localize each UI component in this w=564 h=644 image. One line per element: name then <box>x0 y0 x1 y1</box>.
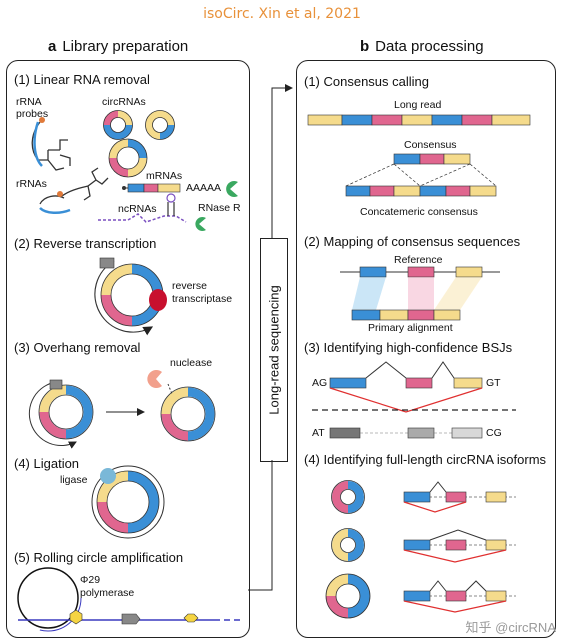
mapping-bands <box>352 277 482 310</box>
label-reference: Reference <box>394 254 443 266</box>
ligation-ring <box>91 465 165 539</box>
consensus-bar <box>393 153 471 165</box>
reference-exons <box>359 266 483 278</box>
bsj-high-confidence <box>329 377 483 389</box>
label-cg: CG <box>486 427 502 439</box>
reverse-transcriptase-blob <box>149 289 167 311</box>
panel-a-frame <box>6 60 250 638</box>
rrna-probe-blue-2 <box>39 207 71 214</box>
label-ncrnas: ncRNAs <box>118 203 157 215</box>
watermark: 知乎 @circRNA <box>465 620 556 635</box>
step-a1: (1) Linear RNA removal <box>14 72 150 87</box>
step-b2: (2) Mapping of consensus sequences <box>304 234 521 249</box>
label-rrna-probes: rRNA probes <box>16 96 49 120</box>
label-rnase-r: RNase R <box>198 202 241 214</box>
rca-ring <box>14 564 82 632</box>
label-nuclease: nuclease <box>170 357 213 369</box>
long-read-bar <box>307 114 531 126</box>
label-ag: AG <box>312 377 328 389</box>
probe-bead-2 <box>57 191 63 197</box>
long-read-sequencing-box: Long-read sequencing <box>260 238 288 462</box>
label-gt: GT <box>486 377 501 389</box>
ncrna-strand <box>98 213 187 223</box>
isoform-ring-2 <box>331 528 365 562</box>
probe-bead-1 <box>39 117 45 123</box>
isoform-structure-2 <box>403 529 516 563</box>
figure-title: isoCirc. Xin et al, 2021 <box>203 6 361 22</box>
circrna-ring-3 <box>108 138 148 178</box>
step-b1: (1) Consensus calling <box>304 74 430 89</box>
step-a3: (3) Overhang removal <box>14 340 141 355</box>
step-a4: (4) Ligation <box>14 456 80 471</box>
rrna-probe-structure-2 <box>61 167 109 201</box>
label-long-read: Long read <box>394 99 442 111</box>
ligase-blob <box>100 468 116 484</box>
circrna-ring-2 <box>145 110 175 140</box>
label-consensus: Consensus <box>404 139 457 151</box>
overhang-ring-before <box>28 381 94 449</box>
step-b4: (4) Identifying full-length circRNA isof… <box>304 452 547 467</box>
primary-alignment-bar <box>351 309 461 321</box>
label-circrnas: circRNAs <box>102 96 146 108</box>
panel-a-title: Library preparation <box>62 38 189 55</box>
overhang-ring-after <box>160 386 216 442</box>
step-b3: (3) Identifying high-confidence BSJs <box>304 340 513 355</box>
bsj-low-confidence <box>329 427 483 439</box>
concatemer-dashes <box>345 163 497 187</box>
isoform-structure-1 <box>403 481 516 513</box>
bsj-junction-line <box>329 387 483 413</box>
rrna-probe-structure-1 <box>31 121 71 171</box>
step-a2: (2) Reverse transcription <box>14 236 157 251</box>
label-rrnas: rRNAs <box>16 178 47 190</box>
concatemeric-bar <box>345 185 497 197</box>
panel-a-heading: a Library preparation <box>48 38 188 55</box>
label-concatemeric-consensus: Concatemeric consensus <box>360 206 478 218</box>
rt-primer <box>99 257 115 269</box>
nuclease-blob <box>147 370 162 388</box>
panel-b-title: Data processing <box>375 38 484 55</box>
polymerase-marker <box>69 609 83 625</box>
label-polymerase: Φ29 polymerase <box>80 574 135 599</box>
label-polya: AAAAA <box>186 182 222 194</box>
isoform-ring-1 <box>331 480 365 514</box>
rnase-r-enzyme-1 <box>226 180 238 197</box>
panel-b-heading: b Data processing <box>360 38 484 55</box>
label-mrnas: mRNAs <box>146 170 183 182</box>
label-ligase: ligase <box>60 474 88 486</box>
label-at: AT <box>312 427 325 439</box>
isoform-structure-3 <box>403 580 516 613</box>
panel-b-letter: b <box>360 38 370 55</box>
circrna-ring-1 <box>103 110 133 140</box>
panel-a-letter: a <box>48 38 57 55</box>
rrna-probe-blue-1 <box>33 121 43 167</box>
label-reverse-transcriptase: reverse transcriptase <box>172 280 233 305</box>
ncrna-loop <box>166 193 176 216</box>
mrna-strand <box>122 183 181 193</box>
flow-connector <box>248 84 293 591</box>
isoform-ring-3 <box>325 573 371 619</box>
step-a5: (5) Rolling circle amplification <box>14 550 184 565</box>
label-primary-alignment: Primary alignment <box>368 322 453 334</box>
rnase-r-enzyme-2 <box>195 217 206 231</box>
